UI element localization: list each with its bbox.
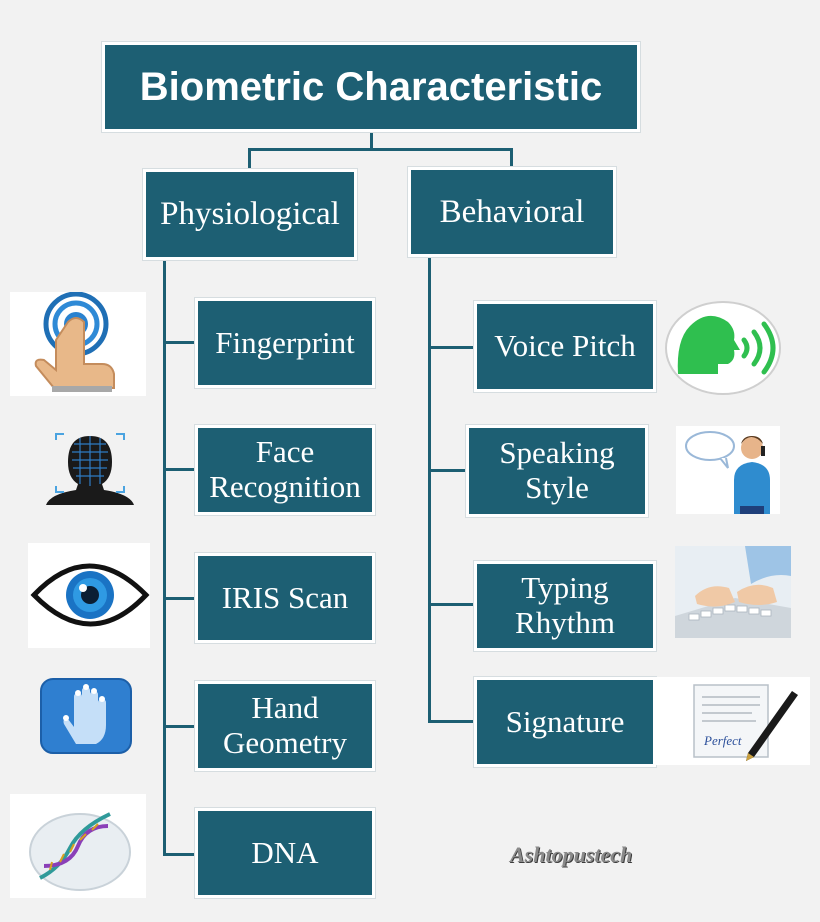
item-dna: DNA — [195, 808, 375, 898]
connector-behavioral-drop — [510, 148, 513, 168]
item-voice-pitch: Voice Pitch — [474, 301, 656, 392]
typing-hands-icon — [675, 546, 791, 638]
fingerprint-touch-icon — [10, 292, 146, 396]
item-hand-geometry: Hand Geometry — [195, 681, 375, 771]
hand-scan-icon — [40, 678, 132, 754]
item-signature: Signature — [474, 677, 656, 767]
category-behavioral: Behavioral — [408, 167, 616, 257]
branch-typing-rhythm — [428, 603, 476, 606]
branch-face-recognition — [163, 468, 197, 471]
branch-signature — [428, 720, 476, 723]
dna-icon — [10, 794, 146, 898]
connector-title-down — [370, 130, 373, 150]
signature-document-icon: Perfect — [656, 677, 810, 765]
watermark: Ashtopustech — [510, 842, 633, 867]
phone-talking-person-icon — [676, 426, 780, 514]
branch-hand-geometry — [163, 725, 197, 728]
item-speaking-style: Speaking Style — [466, 425, 648, 517]
branch-speaking-style — [428, 469, 468, 472]
diagram-title: Biometric Characteristic — [102, 42, 640, 132]
physiological-trunk — [163, 258, 166, 856]
item-fingerprint: Fingerprint — [195, 298, 375, 388]
item-iris-scan: IRIS Scan — [195, 553, 375, 643]
branch-iris-scan — [163, 597, 197, 600]
connector-title-horizontal — [248, 148, 513, 151]
signature-image-text: Perfect — [703, 733, 742, 748]
branch-voice-pitch — [428, 346, 476, 349]
branch-fingerprint — [163, 341, 197, 344]
item-typing-rhythm: Typing Rhythm — [474, 561, 656, 651]
category-physiological: Physiological — [143, 169, 357, 260]
eye-icon — [28, 543, 150, 648]
branch-dna — [163, 853, 197, 856]
voice-icon — [665, 301, 781, 395]
behavioral-trunk — [428, 256, 431, 723]
connector-physiological-drop — [248, 148, 251, 170]
item-face-recognition: Face Recognition — [195, 425, 375, 515]
face-scan-icon — [40, 430, 140, 505]
